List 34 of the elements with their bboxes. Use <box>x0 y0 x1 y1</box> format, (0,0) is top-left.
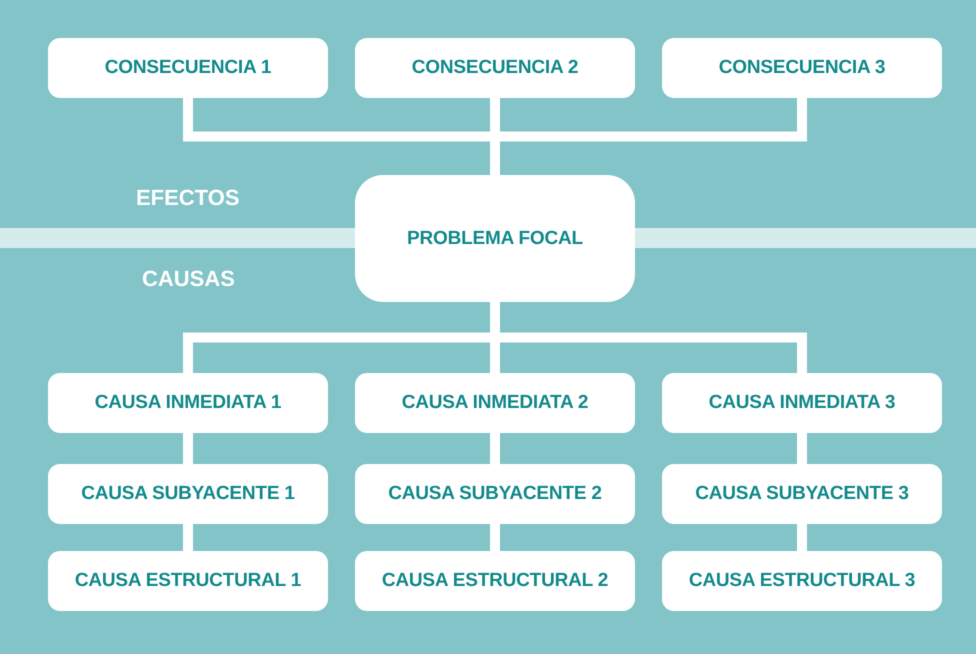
node-label: CAUSA SUBYACENTE 1 <box>81 483 295 505</box>
connector-line <box>797 433 807 464</box>
node-label: CAUSA INMEDIATA 2 <box>402 392 588 414</box>
connector-line <box>183 524 193 551</box>
node-box <box>662 551 942 611</box>
node-label: CAUSA ESTRUCTURAL 1 <box>74 570 302 592</box>
node-box <box>355 551 635 611</box>
node-box <box>355 464 635 524</box>
node-label: CAUSA ESTRUCTURAL 3 <box>688 570 916 592</box>
node-box <box>662 38 942 98</box>
node-label: CAUSA SUBYACENTE 3 <box>695 483 909 505</box>
node-label: CONSECUENCIA 3 <box>718 57 886 79</box>
connector-line <box>490 524 500 551</box>
node-box <box>48 551 328 611</box>
connector-line <box>183 433 193 464</box>
node-box <box>355 373 635 433</box>
node-box <box>48 464 328 524</box>
node-label: CAUSA INMEDIATA 3 <box>708 392 896 414</box>
section-label: CAUSAS <box>142 266 235 292</box>
connector-line <box>490 433 500 464</box>
node-label: CONSECUENCIA 1 <box>104 57 272 79</box>
section-label: EFECTOS <box>136 185 240 211</box>
node-label: CAUSA SUBYACENTE 2 <box>388 483 602 505</box>
node-label: PROBLEMA FOCAL <box>407 228 583 250</box>
node-box <box>48 373 328 433</box>
node-label: CAUSA INMEDIATA 1 <box>94 392 282 414</box>
node-label: CONSECUENCIA 2 <box>412 57 578 79</box>
connector-line <box>797 524 807 551</box>
node-box <box>48 38 328 98</box>
focal-problem-box <box>355 175 635 302</box>
node-box <box>662 464 942 524</box>
node-label: CAUSA ESTRUCTURAL 2 <box>382 570 608 592</box>
node-box <box>355 38 635 98</box>
node-box <box>662 373 942 433</box>
